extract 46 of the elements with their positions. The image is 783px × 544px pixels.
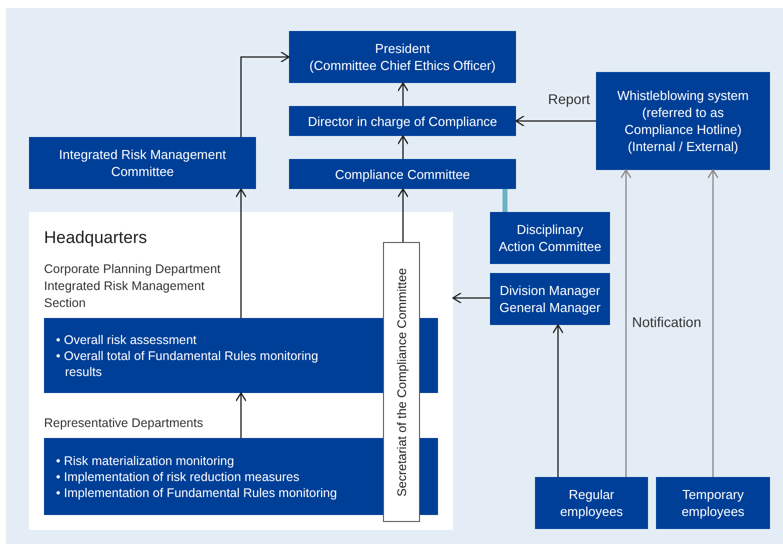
annotation-label: Notification	[630, 314, 704, 330]
process-box	[490, 273, 610, 325]
box-label: President	[375, 40, 430, 57]
arrow	[397, 82, 409, 106]
box-label: (Committee Chief Ethics Officer)	[309, 57, 496, 74]
arrow	[235, 392, 247, 438]
process-box	[289, 106, 516, 136]
connector-line	[502, 189, 508, 212]
box-label: (Internal / External)	[628, 138, 738, 155]
section-heading: Representative Departments	[44, 415, 204, 432]
arrow	[620, 169, 632, 477]
bullet-item: • Overall total of Fundamental Rules monitoring results	[56, 348, 320, 380]
secretariat-box	[383, 242, 420, 522]
section-heading: Corporate Planning Department Integrated Risk Management Section	[44, 261, 222, 312]
process-box	[289, 159, 516, 189]
section-title: Headquarters	[44, 228, 148, 248]
box-label: Division Manager	[500, 282, 600, 299]
arrow	[397, 135, 409, 159]
box-label: Regular employees	[559, 486, 624, 520]
box-label: Compliance Committee	[334, 166, 470, 182]
box-label: Whistleblowing system (referred to as Compliance Hotline)	[616, 87, 750, 138]
box-label: Integrated Risk Management Committee	[58, 146, 227, 180]
process-box	[289, 31, 516, 83]
arrow	[240, 51, 290, 137]
bullet-item: • Overall risk assessment	[56, 332, 197, 348]
process-box	[656, 477, 770, 529]
box-label: General Manager	[499, 299, 601, 316]
process-box	[596, 72, 770, 170]
bullet-item: • Risk materialization monitoring	[56, 452, 234, 468]
arrow	[515, 115, 596, 127]
arrow	[235, 188, 247, 318]
process-box	[490, 212, 610, 264]
headquarters-panel	[29, 212, 453, 530]
edge-label: Report	[546, 91, 592, 107]
box-label: Director in charge of Compliance	[308, 112, 498, 130]
box-label: Disciplinary Action Committee	[498, 221, 602, 255]
vertical-label: Secretariat of the Compliance Committee	[394, 268, 408, 496]
arrow	[397, 188, 409, 242]
arrow	[452, 292, 490, 304]
arrow	[707, 169, 719, 477]
process-box	[29, 137, 256, 189]
box-label: Temporary employees	[680, 486, 746, 520]
process-box	[535, 477, 648, 529]
bullet-item: • Implementation of Fundamental Rules monitoring	[56, 484, 337, 500]
arrow	[552, 324, 564, 477]
bullet-item: • Implementation of risk reduction measures	[56, 468, 300, 484]
